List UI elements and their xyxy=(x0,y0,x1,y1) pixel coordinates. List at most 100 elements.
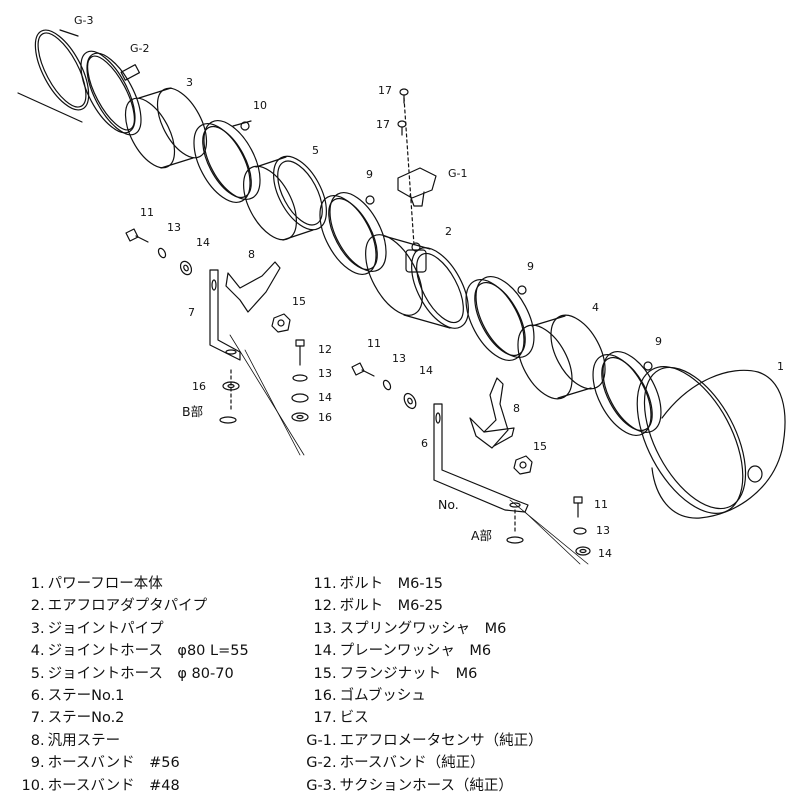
part-number: 1 xyxy=(30,576,40,592)
screw-17-a xyxy=(399,88,409,104)
callout-9-c: 9 xyxy=(655,335,662,348)
parts-list-item: 6.ステーNo.1 xyxy=(14,685,249,707)
suction-hose-g3 xyxy=(17,29,90,123)
part-name: ゴムブッシュ xyxy=(339,688,426,705)
washer-marker-a xyxy=(506,509,524,544)
callout-3: 3 xyxy=(186,76,193,89)
parts-list-item: 11.ボルト M6-15 xyxy=(304,573,543,595)
part-name: ホースバンド #48 xyxy=(47,777,180,794)
part-number: 16 xyxy=(313,688,332,705)
exploded-parts-diagram: G-3 G-2 3 10 5 9 17 17 G-1 2 9 4 9 1 11 … xyxy=(17,14,786,565)
section-a-label: A部 xyxy=(471,528,492,543)
airflow-meter-sensor-g1 xyxy=(397,97,437,246)
part-name: サクションホース（純正） xyxy=(339,777,513,794)
parts-list-item: 12.ボルト M6-25 xyxy=(304,595,543,617)
spring-washer-13-b xyxy=(292,374,308,382)
plain-washer-14-c xyxy=(403,392,417,410)
part-name: ステーNo.1 xyxy=(47,688,125,705)
hose-band-10 xyxy=(193,120,261,203)
callout-11-a: 11 xyxy=(140,206,154,219)
stay-7 xyxy=(209,269,241,361)
part-number: 14 xyxy=(313,643,332,660)
callout-8-b: 8 xyxy=(513,402,520,415)
callout-11-b: 11 xyxy=(367,337,381,350)
parts-list-item: 8.汎用ステー xyxy=(14,730,249,752)
part-name: エアフロメータセンサ（純正） xyxy=(339,732,543,749)
callout-2: 2 xyxy=(445,225,452,238)
universal-stay-8-a xyxy=(225,261,281,313)
callout-6: 6 xyxy=(421,437,428,450)
part-name: ホースバンド（純正） xyxy=(339,755,485,772)
callout-15-a: 15 xyxy=(292,295,306,308)
airflow-adapter-pipe-2 xyxy=(365,234,469,329)
callout-4: 4 xyxy=(592,301,599,314)
part-name: エアフロアダプタパイプ xyxy=(47,598,208,615)
parts-list-item: 13.スプリングワッシャ M6 xyxy=(304,618,543,640)
parts-list-item: 7.ステーNo.2 xyxy=(14,707,249,729)
callout-16-b: 16 xyxy=(318,411,332,424)
part-name: フランジナット M6 xyxy=(339,665,478,682)
part-name: ホースバンド #56 xyxy=(47,755,180,772)
part-number: 7 xyxy=(30,710,40,727)
part-number: 5 xyxy=(30,665,40,682)
callout-g3: G-3 xyxy=(74,14,94,27)
part-name: プレーンワッシャ M6 xyxy=(339,643,492,660)
part-number: 10 xyxy=(21,777,40,794)
callout-12: 12 xyxy=(318,343,332,356)
callout-9-b: 9 xyxy=(527,260,534,273)
bolt-11-a xyxy=(125,228,149,243)
part-name: パワーフロー本体 xyxy=(47,576,163,592)
hose-band-9-c xyxy=(592,351,662,436)
universal-stay-8-b xyxy=(469,377,515,449)
part-number: 4 xyxy=(30,643,40,660)
bolt-12 xyxy=(295,339,305,366)
plain-washer-14-a xyxy=(179,260,193,276)
spring-washer-13-d xyxy=(573,527,587,535)
callout-g2: G-2 xyxy=(130,42,150,55)
parts-list-item: 2.エアフロアダプタパイプ xyxy=(14,595,249,617)
callout-5: 5 xyxy=(312,144,319,157)
stay-6 xyxy=(433,403,529,513)
callout-13-d: 13 xyxy=(596,524,610,537)
parts-list-item: 4.ジョイントホース φ80 L=55 xyxy=(14,640,249,662)
no-label: No. xyxy=(438,497,459,512)
callout-9-a: 9 xyxy=(366,168,373,181)
part-number: 3 xyxy=(30,620,40,637)
bolt-11-c xyxy=(573,496,583,518)
spring-washer-13-c xyxy=(382,379,392,391)
screw-17-b xyxy=(397,120,407,136)
callout-11-c: 11 xyxy=(594,498,608,511)
part-name: ボルト M6-25 xyxy=(339,598,444,615)
joint-hose-4 xyxy=(517,314,606,400)
part-name: ビス xyxy=(339,710,369,727)
part-name: スプリングワッシャ M6 xyxy=(339,620,507,637)
callout-g1: G-1 xyxy=(448,167,468,180)
parts-list-item: 1.パワーフロー本体 xyxy=(14,573,249,595)
parts-list-item: 3.ジョイントパイプ xyxy=(14,618,249,640)
parts-list-item: G-3.サクションホース（純正） xyxy=(304,775,543,797)
part-number: G-2 xyxy=(306,755,332,772)
callout-14-d: 14 xyxy=(598,547,612,560)
section-b-label: B部 xyxy=(182,404,203,419)
part-number: 8 xyxy=(30,732,40,749)
callout-17-b: 17 xyxy=(376,118,390,131)
part-number: 15 xyxy=(313,665,332,682)
parts-list-item: 15.フランジナット M6 xyxy=(304,663,543,685)
part-name: ジョイントパイプ xyxy=(47,620,164,637)
callout-7: 7 xyxy=(188,306,195,319)
callout-14-a: 14 xyxy=(196,236,210,249)
callout-17-a: 17 xyxy=(378,84,392,97)
parts-list-item: G-2.ホースバンド（純正） xyxy=(304,752,543,774)
part-number: 2 xyxy=(30,598,40,615)
part-name: ボルト M6-15 xyxy=(339,576,444,592)
callout-1: 1 xyxy=(777,360,784,373)
part-name: 汎用ステー xyxy=(47,732,121,749)
joint-pipe-3 xyxy=(124,87,208,169)
part-number: G-1 xyxy=(306,732,332,749)
plain-washer-14-b xyxy=(291,393,309,403)
parts-list-left: 1.パワーフロー本体 2.エアフロアダプタパイプ 3.ジョイントパイプ 4.ジョ… xyxy=(14,573,249,797)
flange-nut-15-b xyxy=(513,455,533,475)
callout-13-b: 13 xyxy=(318,367,332,380)
rubber-bush-16-a xyxy=(219,369,240,424)
parts-list-item: 10.ホースバンド #48 xyxy=(14,775,249,797)
